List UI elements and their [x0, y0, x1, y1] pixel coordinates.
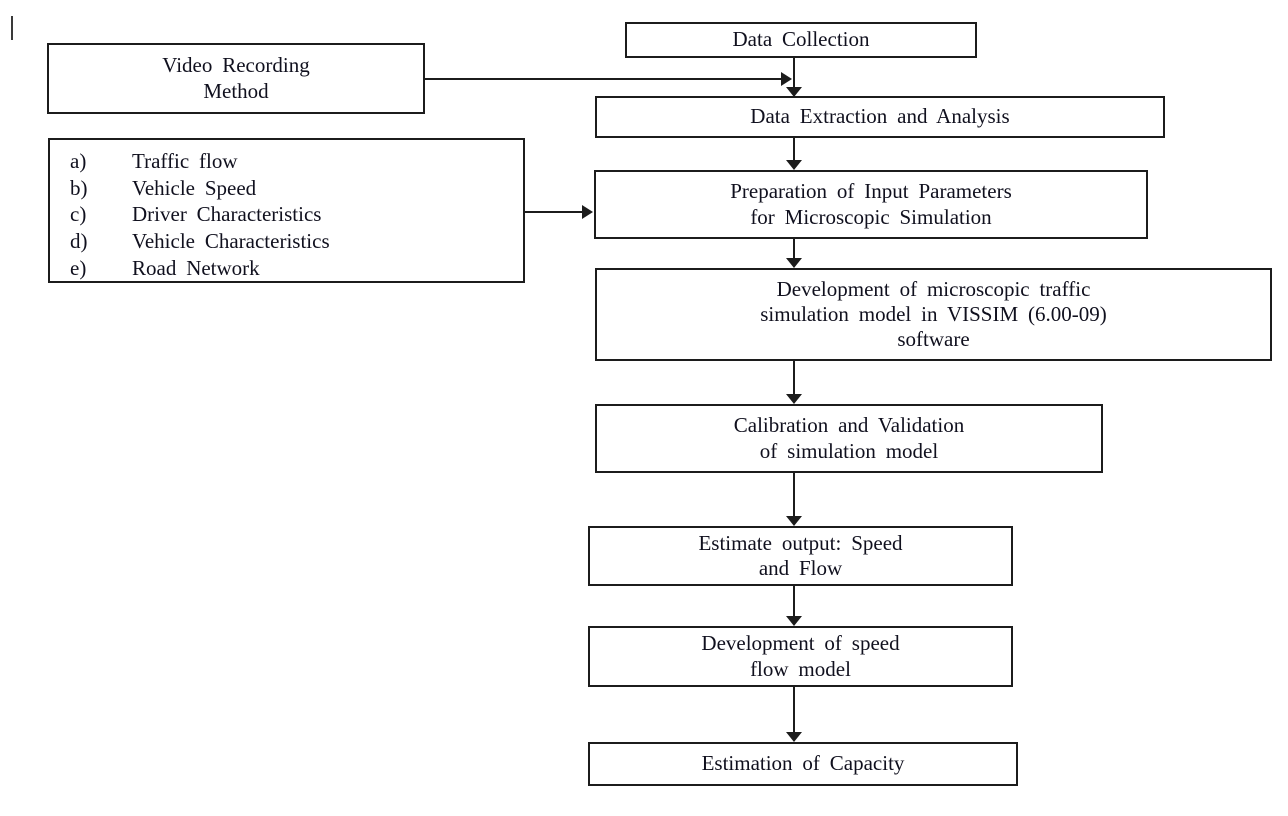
node-video-recording-method: Video Recording Method	[47, 43, 425, 114]
arrow-extraction-to-preparation-line	[793, 138, 795, 161]
arrow-video-recording-feeder-line	[425, 78, 781, 80]
arrow-vissim-to-calibration-head-icon	[786, 394, 802, 404]
list-item: b) Vehicle Speed	[70, 175, 517, 202]
node-estimate-output-label: Estimate output: Speed and Flow	[698, 530, 903, 580]
arrow-extraction-to-preparation-head-icon	[786, 160, 802, 170]
arrow-calibration-to-estimate-line	[793, 473, 795, 517]
input-parameters-list: a) Traffic flow b) Vehicle Speed c) Driv…	[70, 148, 517, 281]
node-calibration-validation: Calibration and Validation of simulation…	[595, 404, 1103, 473]
arrow-collection-to-extraction-head-icon	[786, 87, 802, 97]
list-item: c) Driver Characteristics	[70, 201, 517, 228]
arrow-input-list-feeder-line	[525, 211, 582, 213]
arrow-collection-to-extraction-line	[793, 58, 795, 88]
node-calibration-validation-label: Calibration and Validation of simulation…	[733, 413, 965, 463]
list-item-label: Driver Characteristics	[132, 202, 322, 227]
node-estimate-output: Estimate output: Speed and Flow	[588, 526, 1013, 586]
arrow-calibration-to-estimate-head-icon	[786, 516, 802, 526]
list-item: d) Vehicle Characteristics	[70, 228, 517, 255]
list-item-marker: e)	[70, 255, 87, 280]
list-item-label: Traffic flow	[132, 149, 238, 173]
arrow-preparation-to-vissim-head-icon	[786, 258, 802, 268]
list-item-label: Road Network	[132, 255, 260, 280]
node-video-recording-method-label: Video Recording Method	[162, 53, 310, 103]
arrow-video-recording-feeder-head-icon	[781, 72, 792, 86]
list-item-marker: d)	[70, 228, 88, 253]
node-data-collection: Data Collection	[625, 22, 977, 58]
list-item-marker: c)	[70, 202, 87, 227]
arrow-speedflow-to-capacity-head-icon	[786, 732, 802, 742]
node-speed-flow-model-label: Development of speed flow model	[701, 631, 900, 681]
list-item-marker: b)	[70, 175, 88, 200]
node-preparation-input-parameters: Preparation of Input Parameters for Micr…	[594, 170, 1148, 239]
list-item: a) Traffic flow	[70, 148, 517, 175]
node-data-extraction-analysis: Data Extraction and Analysis	[595, 96, 1165, 138]
list-item: e) Road Network	[70, 255, 517, 282]
node-capacity-estimation: Estimation of Capacity	[588, 742, 1018, 786]
node-capacity-estimation-label: Estimation of Capacity	[701, 751, 905, 776]
node-data-collection-label: Data Collection	[732, 27, 870, 52]
node-data-extraction-analysis-label: Data Extraction and Analysis	[750, 104, 1010, 129]
node-speed-flow-model: Development of speed flow model	[588, 626, 1013, 687]
node-input-parameters-list: a) Traffic flow b) Vehicle Speed c) Driv…	[48, 138, 525, 283]
list-item-label: Vehicle Characteristics	[132, 228, 330, 253]
arrow-vissim-to-calibration-line	[793, 361, 795, 395]
text-cursor-artifact	[11, 16, 13, 40]
arrow-estimate-to-speedflow-line	[793, 586, 795, 617]
node-preparation-input-parameters-label: Preparation of Input Parameters for Micr…	[730, 179, 1012, 229]
arrow-estimate-to-speedflow-head-icon	[786, 616, 802, 626]
arrow-input-list-feeder-head-icon	[582, 205, 593, 219]
list-item-label: Vehicle Speed	[132, 175, 257, 200]
list-item-marker: a)	[70, 149, 87, 173]
arrow-speedflow-to-capacity-line	[793, 687, 795, 733]
node-vissim-model-development-label: Development of microscopic traffic simul…	[760, 276, 1107, 352]
node-vissim-model-development: Development of microscopic traffic simul…	[595, 268, 1272, 361]
arrow-preparation-to-vissim-line	[793, 239, 795, 259]
